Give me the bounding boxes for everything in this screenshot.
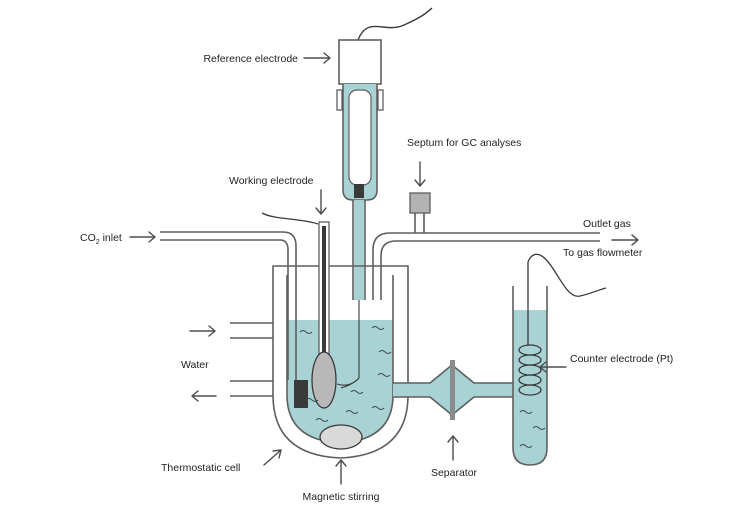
inner-vessel-electrolyte — [287, 320, 393, 443]
co2-inlet-sparger — [294, 380, 308, 408]
reference-electrode-inner-cavity — [348, 89, 372, 186]
reference-electrode-wire — [357, 7, 433, 41]
electrolyte-waves-counter — [519, 410, 546, 448]
magnetic-stirring-label: Magnetic stirring — [302, 491, 379, 503]
luggin-capillary — [352, 200, 366, 300]
water-inlet-port — [230, 322, 273, 339]
working-electrode-rod — [322, 226, 326, 371]
thermostatic-cell-outer-wall — [272, 275, 409, 459]
co2-inlet-tube — [160, 231, 297, 380]
magnetic-stirrer-bar — [319, 424, 363, 450]
septum-label: Septum for GC analyses — [407, 137, 521, 149]
septum-stem — [414, 213, 425, 233]
counter-electrode-coil — [518, 344, 542, 396]
electrolyte-waves-main — [299, 326, 392, 422]
water-out-arrow — [191, 390, 217, 402]
separator-arrow — [447, 435, 459, 461]
thermostatic-cell-arrow — [263, 449, 282, 466]
magnetic-stirring-arrow — [335, 459, 347, 485]
counter-electrode-lead — [527, 253, 607, 345]
water-label: Water — [181, 359, 209, 371]
water-in-arrow — [189, 325, 216, 337]
co2-inlet-prefix: CO — [80, 232, 96, 244]
septum-arrow — [414, 161, 426, 187]
counter-electrode-label: Counter electrode (Pt) — [570, 353, 673, 365]
reference-electrode-cap — [338, 39, 382, 85]
co2-inlet-arrow — [129, 231, 156, 243]
reference-electrode-arrow — [303, 52, 331, 64]
reference-electrode-collar-right — [377, 89, 384, 111]
co2-inlet-subscript: 2 — [96, 239, 100, 246]
counter-compartment-fill — [513, 310, 547, 465]
reference-electrode-plug — [354, 184, 364, 198]
to-gas-flowmeter-label: To gas flowmeter — [563, 247, 643, 259]
working-electrode-wire — [261, 212, 319, 225]
working-electrode-arrow — [315, 189, 327, 215]
luggin-capillary-fill — [354, 200, 364, 300]
luggin-tip — [336, 300, 360, 389]
working-electrode-plate — [311, 351, 337, 409]
separator-label: Separator — [431, 467, 478, 479]
water-outlet-port — [230, 380, 273, 397]
thermostatic-cell-rim — [272, 265, 409, 275]
separator-membrane — [450, 360, 455, 420]
counter-compartment-wall — [512, 286, 548, 466]
counter-electrode-arrow — [539, 361, 567, 373]
co2-inlet-label: CO2 inlet — [80, 232, 122, 246]
outlet-gas-tube — [372, 232, 600, 300]
septum-for-gc — [409, 192, 431, 214]
outlet-gas-arrow — [611, 234, 639, 246]
outlet-gas-label: Outlet gas — [583, 218, 631, 230]
co2-inlet-suffix: inlet — [100, 232, 122, 244]
thermostatic-cell-label: Thermostatic cell — [161, 462, 240, 474]
reference-electrode-collar-left — [336, 89, 343, 111]
reference-electrode-label: Reference electrode — [203, 53, 298, 65]
working-electrode-label: Working electrode — [229, 175, 314, 187]
